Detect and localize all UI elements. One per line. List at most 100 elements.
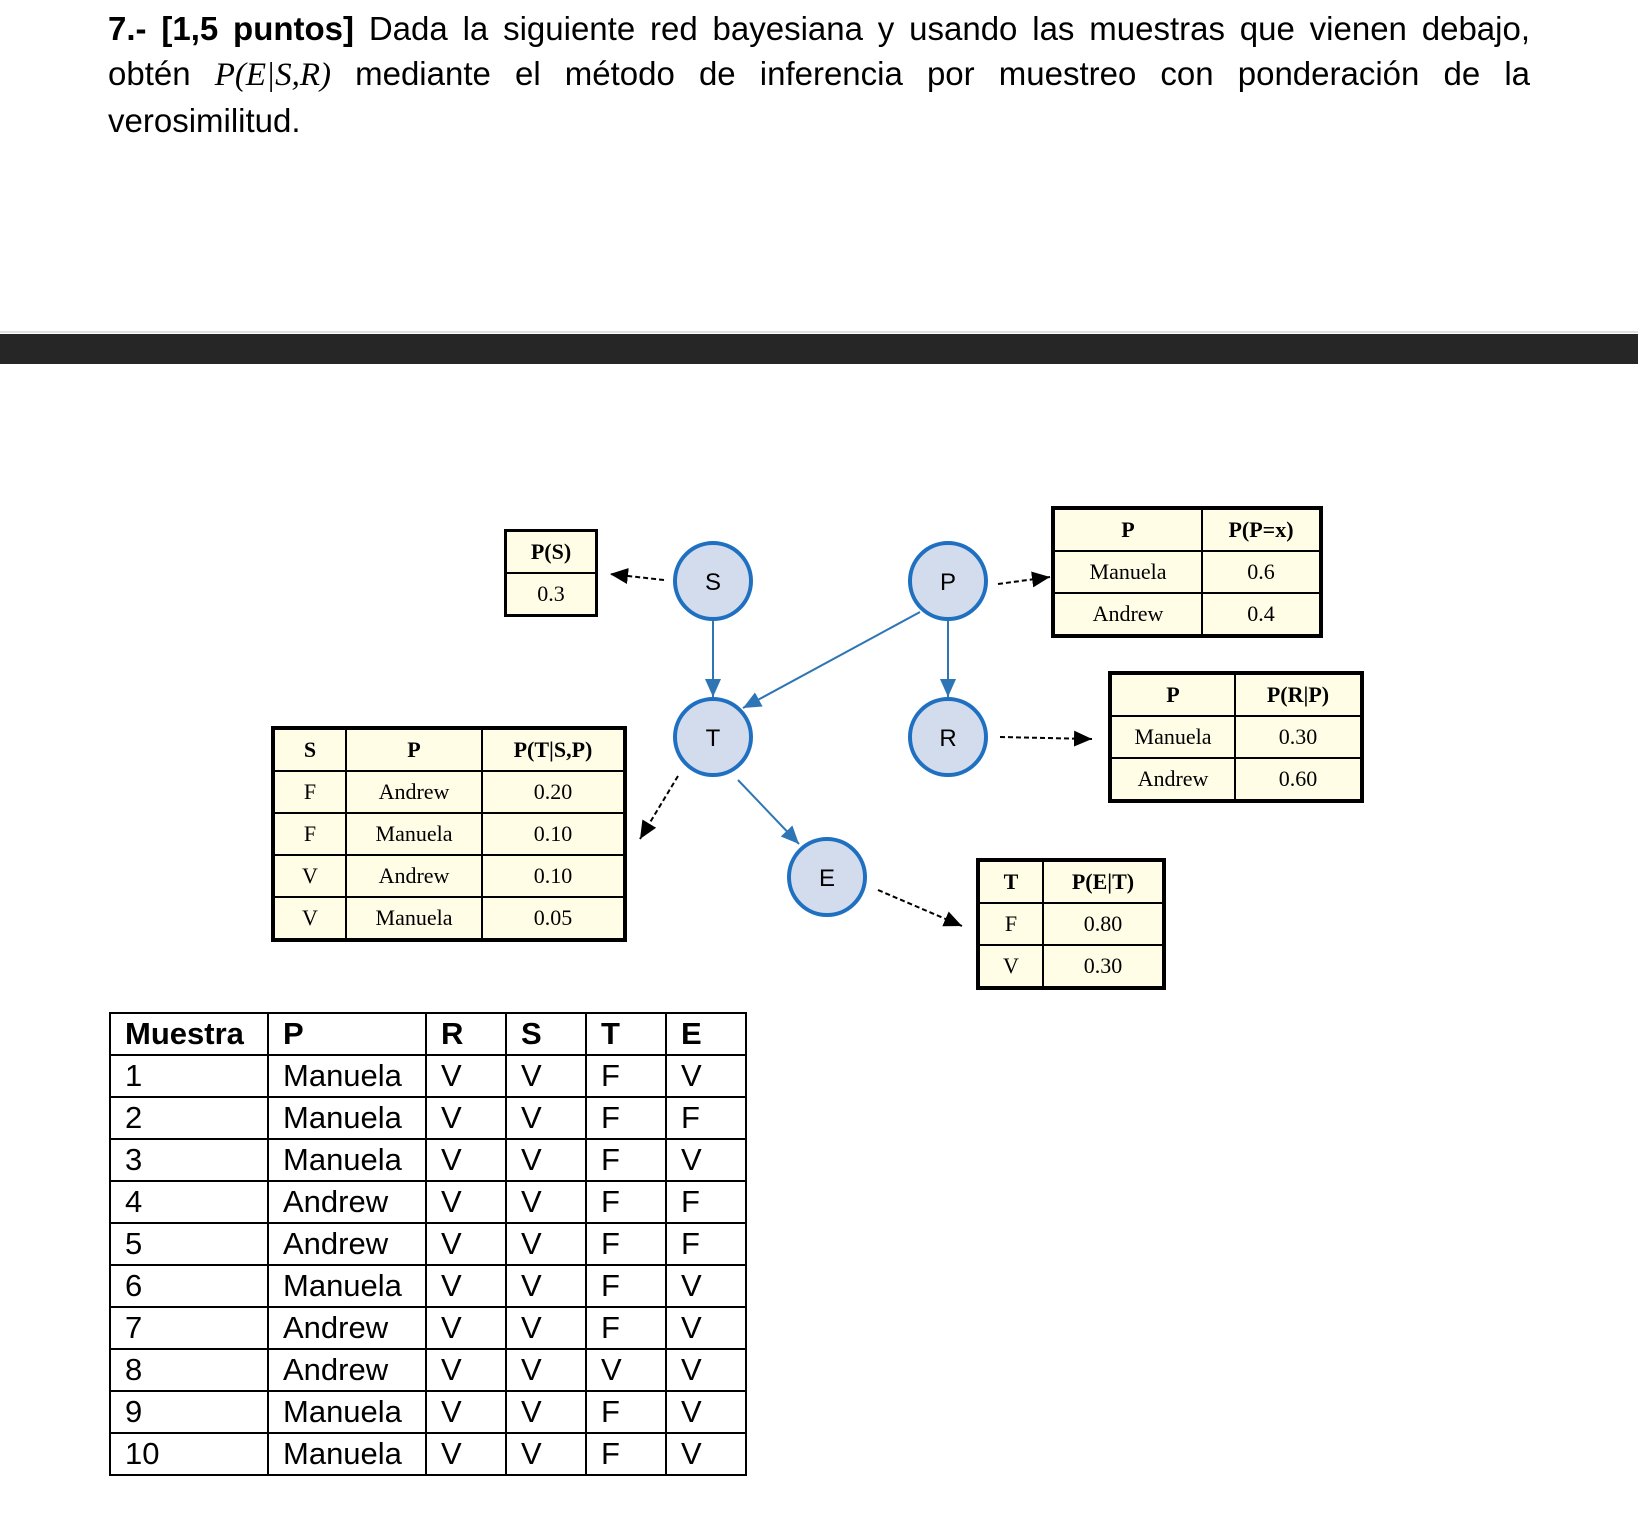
cpt-t-cell: V [272, 854, 347, 898]
samples-header-p: P [267, 1012, 427, 1056]
cpt-p-cell: Manuela [1052, 550, 1203, 594]
sample-cell: V [665, 1138, 747, 1182]
sample-cell: F [585, 1180, 667, 1224]
sample-cell: V [665, 1054, 747, 1098]
page-divider [0, 334, 1638, 364]
cpt-t-cell: Andrew [345, 770, 483, 814]
sample-cell: V [665, 1390, 747, 1434]
sample-cell: F [585, 1432, 667, 1476]
cpt-e-header-t: T [977, 859, 1044, 904]
pointer-t-table [639, 775, 679, 840]
cpt-t-table: S P P(T|S,P) F Andrew 0.20 F Manuela 0.1… [271, 726, 627, 942]
question-text: 7.- [1,5 puntos] Dada la siguiente red b… [108, 6, 1530, 143]
question-number: 7.- [108, 10, 147, 47]
pointer-e-table [877, 889, 963, 927]
cpt-t-header-prob: P(T|S,P) [481, 727, 626, 772]
svg-text:P: P [940, 569, 956, 596]
cpt-e-table: T P(E|T) F 0.80 V 0.30 [976, 858, 1166, 990]
sample-cell: V [425, 1180, 507, 1224]
sample-cell: 2 [109, 1096, 269, 1140]
sample-cell: F [585, 1054, 667, 1098]
cpt-t-cell: Andrew [345, 854, 483, 898]
sample-cell: V [425, 1138, 507, 1182]
sample-cell: V [665, 1306, 747, 1350]
sample-cell: V [425, 1348, 507, 1392]
sample-cell: V [505, 1054, 587, 1098]
sample-cell: Manuela [267, 1138, 427, 1182]
cpt-p-table: P P(P=x) Manuela 0.6 Andrew 0.4 [1051, 506, 1323, 638]
sample-cell: V [425, 1054, 507, 1098]
sample-cell: F [665, 1222, 747, 1266]
sample-cell: 6 [109, 1264, 269, 1308]
query-formula: P(E|S,R) [214, 57, 331, 93]
svg-text:S: S [705, 569, 721, 596]
sample-cell: F [585, 1222, 667, 1266]
cpt-t-cell: 0.20 [481, 770, 626, 814]
cpt-r-cell: Andrew [1109, 757, 1236, 802]
sample-cell: Andrew [267, 1180, 427, 1224]
sample-cell: F [665, 1180, 747, 1224]
cpt-e-header-prob: P(E|T) [1042, 859, 1165, 904]
sample-cell: F [585, 1096, 667, 1140]
pointer-r-table [999, 730, 1093, 747]
sample-cell: V [505, 1096, 587, 1140]
question-text-part-2: mediante el método de inferencia por mue… [108, 55, 1531, 139]
sample-cell: V [505, 1138, 587, 1182]
cpt-r-cell: Manuela [1109, 715, 1236, 759]
cpt-t-cell: F [272, 812, 347, 856]
samples-header-row: Muestra P R S T E [109, 1012, 747, 1056]
pointer-p-table [997, 571, 1051, 588]
sample-cell: V [425, 1390, 507, 1434]
edge-t-e [737, 779, 800, 845]
cpt-t-cell: Manuela [345, 896, 483, 941]
sample-cell: Manuela [267, 1432, 427, 1476]
sample-cell: Manuela [267, 1096, 427, 1140]
node-e: E [787, 837, 867, 917]
sample-cell: V [425, 1222, 507, 1266]
svg-text:R: R [939, 725, 956, 752]
sample-cell: 7 [109, 1306, 269, 1350]
samples-header-t: T [585, 1012, 667, 1056]
cpt-r-table: P P(R|P) Manuela 0.30 Andrew 0.60 [1108, 671, 1364, 803]
cpt-p-header-prob: P(P=x) [1201, 507, 1322, 552]
sample-cell: 3 [109, 1138, 269, 1182]
pointer-s-table [609, 568, 665, 584]
sample-cell: Andrew [267, 1348, 427, 1392]
sample-cell: V [425, 1264, 507, 1308]
sample-cell: F [585, 1264, 667, 1308]
sample-cell: F [585, 1390, 667, 1434]
divider-highlight [0, 331, 1638, 333]
cpt-p-header-p: P [1052, 507, 1203, 552]
cpt-t-cell: 0.10 [481, 812, 626, 856]
cpt-e-cell: 0.30 [1042, 944, 1165, 989]
cpt-r-cell: 0.30 [1234, 715, 1363, 759]
cpt-t-header-s: S [272, 727, 347, 772]
sample-cell: V [505, 1222, 587, 1266]
sample-cell: 8 [109, 1348, 269, 1392]
sample-cell: V [585, 1348, 667, 1392]
sample-cell: F [665, 1096, 747, 1140]
svg-text:E: E [819, 865, 835, 892]
cpt-t-cell: F [272, 770, 347, 814]
sample-cell: Manuela [267, 1054, 427, 1098]
sample-cell: 9 [109, 1390, 269, 1434]
question-text-part-1: Dada la siguiente red bayesiana y usando… [108, 10, 1531, 92]
cpt-p-cell: 0.6 [1201, 550, 1322, 594]
sample-cell: V [425, 1432, 507, 1476]
sample-cell: Andrew [267, 1222, 427, 1266]
sample-cell: F [585, 1138, 667, 1182]
sample-cell: 4 [109, 1180, 269, 1224]
svg-text:T: T [706, 725, 721, 752]
question-points: [1,5 puntos] [161, 10, 355, 47]
edge-p-t [742, 611, 921, 709]
cpt-t-cell: 0.10 [481, 854, 626, 898]
sample-cell: Andrew [267, 1306, 427, 1350]
sample-cell: V [505, 1264, 587, 1308]
sample-cell: V [425, 1306, 507, 1350]
